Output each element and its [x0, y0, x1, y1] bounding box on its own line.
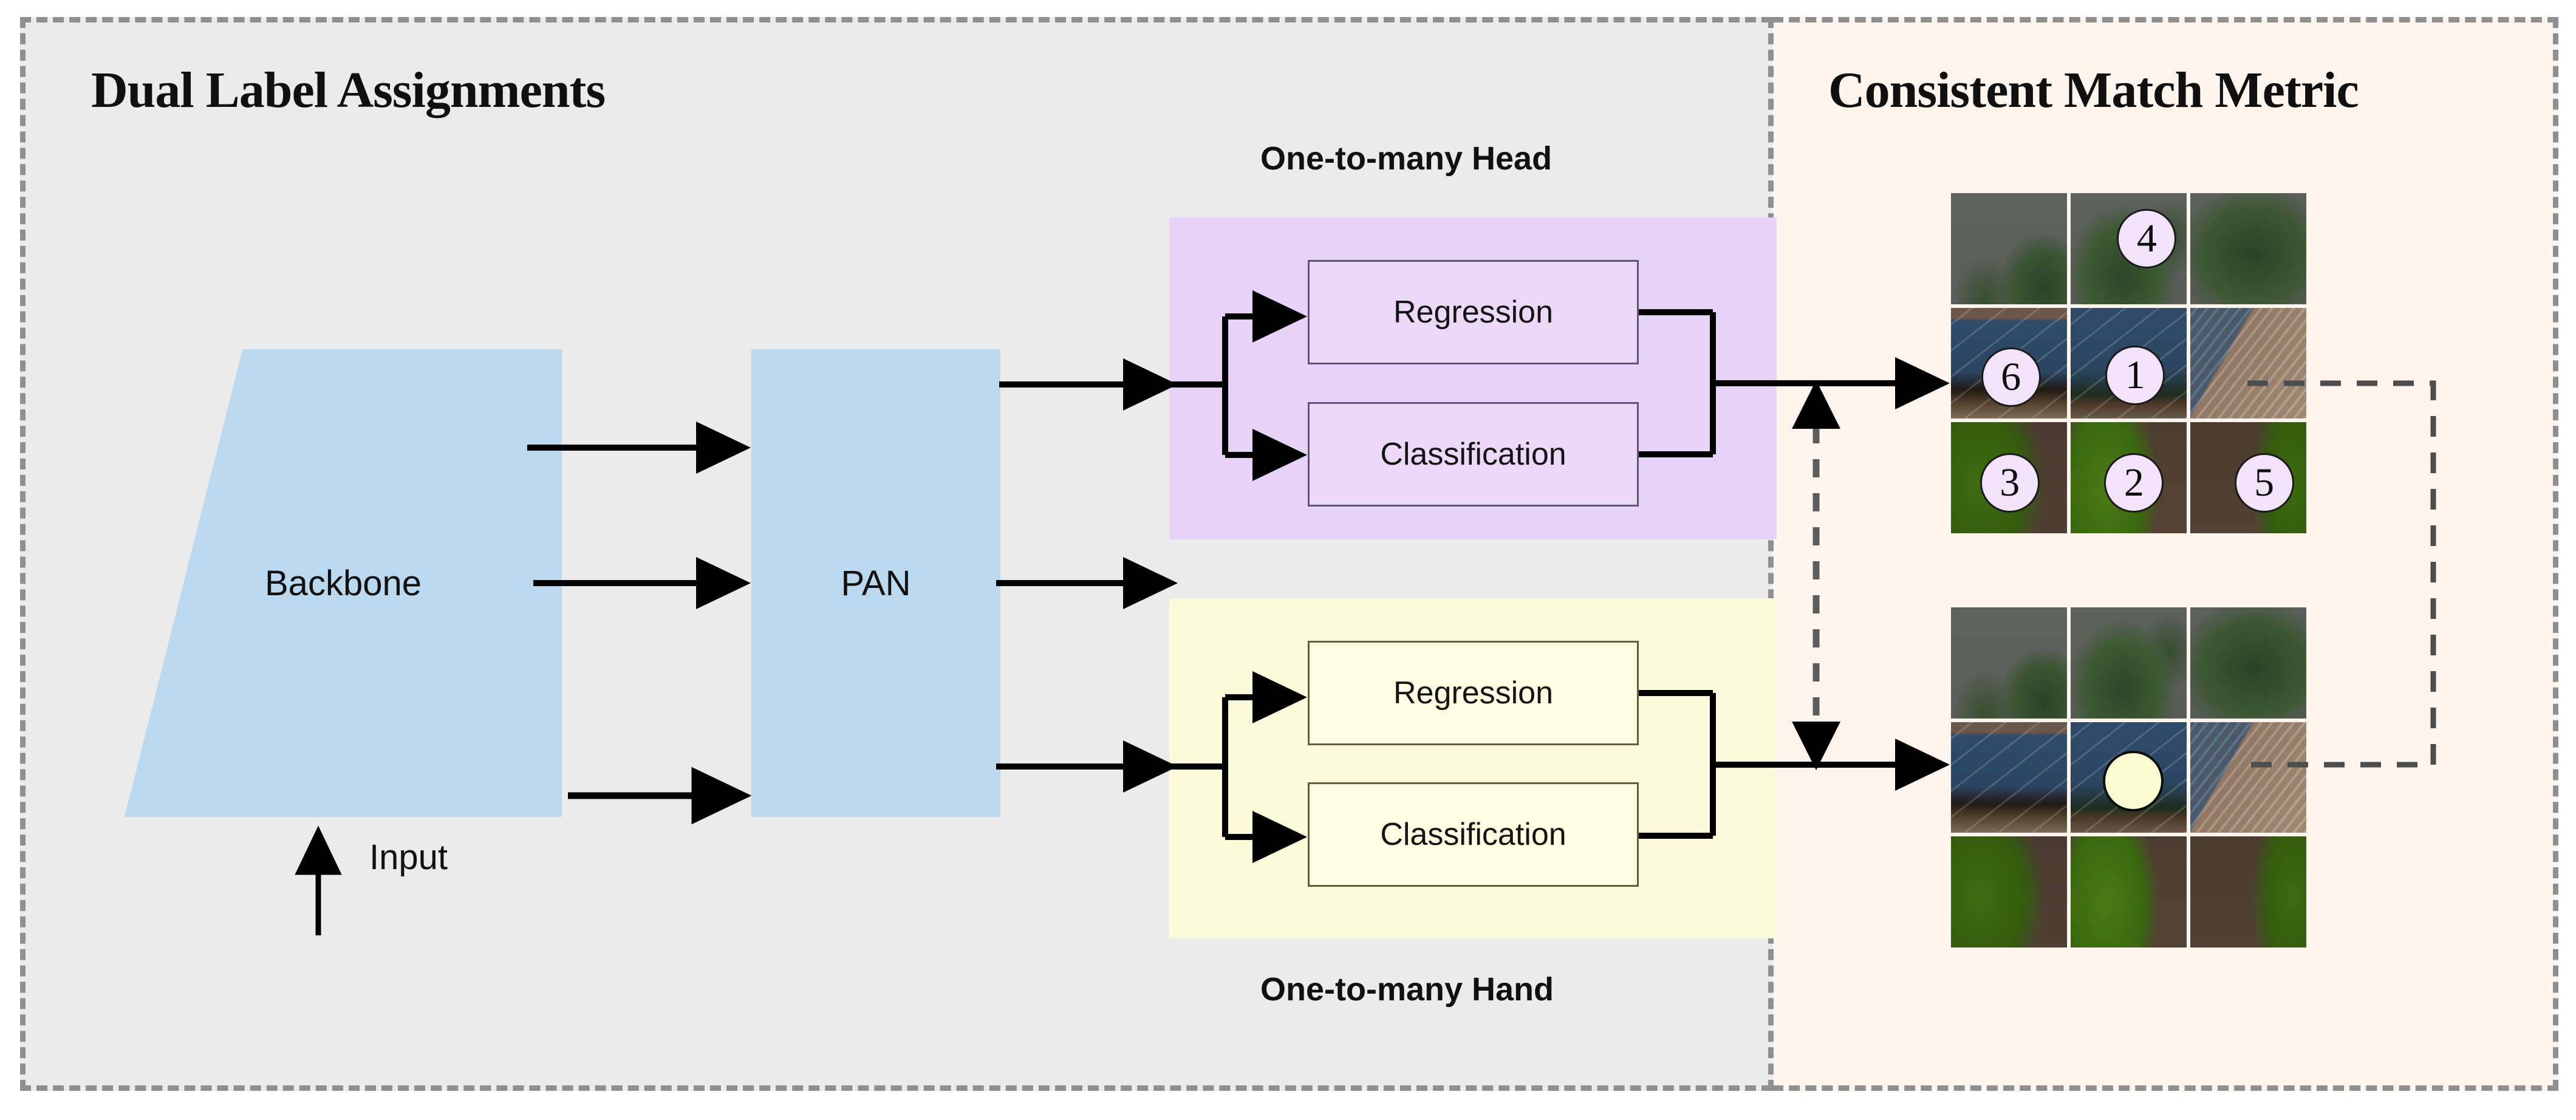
grid-cell	[2071, 722, 2187, 833]
grid-cell	[1951, 193, 2067, 304]
grid-cell	[2190, 836, 2306, 948]
match-marker: 5	[2234, 453, 2294, 513]
grid-cell: 5	[2190, 422, 2306, 533]
match-marker: 1	[2105, 345, 2165, 405]
classification-box-head: Classification	[1308, 402, 1639, 507]
match-marker: 4	[2117, 208, 2177, 268]
match-marker-blank	[2103, 751, 2164, 812]
consistent-match-metric-title: Consistent Match Metric	[1828, 62, 2359, 118]
head-top-split	[1169, 290, 1308, 481]
regression-box-head-label: Regression	[1393, 295, 1554, 330]
match-grid-top: 4 6 1 3 2 5	[1951, 193, 2306, 533]
grid-cell: 1	[2071, 307, 2187, 419]
panel-divider	[1768, 17, 1774, 1091]
head-bottom-merge	[1639, 690, 1950, 839]
dual-label-assignments-title: Dual Label Assignments	[91, 62, 606, 118]
grid-cell	[1951, 836, 2067, 948]
classification-box-hand-label: Classification	[1380, 817, 1566, 852]
backbone-to-pan-arrows	[527, 422, 752, 825]
one-to-many-head-label: One-to-many Head	[1260, 140, 1553, 177]
grid-cell: 6	[1951, 307, 2067, 419]
match-grid-bottom	[1951, 607, 2306, 948]
grid-cell	[2190, 193, 2306, 304]
grid-cell	[1951, 607, 2067, 719]
grid-cell: 3	[1951, 422, 2067, 533]
regression-box-hand: Regression	[1308, 641, 1639, 745]
grid-cell: 4	[2071, 193, 2187, 304]
grid-cell	[2071, 836, 2187, 948]
pan-to-heads-arrows	[996, 358, 1178, 793]
grid-cell	[2190, 722, 2306, 833]
match-marker: 2	[2104, 453, 2164, 513]
one-to-many-hand-label: One-to-many Hand	[1260, 971, 1554, 1008]
grid-cell	[1951, 722, 2067, 833]
regression-box-hand-label: Regression	[1393, 675, 1554, 711]
grid-link-dashed-bracket	[2247, 380, 2436, 768]
classification-box-hand: Classification	[1308, 782, 1639, 887]
match-marker: 6	[1981, 347, 2041, 408]
grid-cell	[2190, 607, 2306, 719]
regression-box-head: Regression	[1308, 260, 1639, 364]
grid-cell: 2	[2071, 422, 2187, 533]
head-top-merge	[1639, 309, 1950, 457]
head-bottom-split	[1169, 671, 1308, 863]
input-label: Input	[369, 838, 448, 877]
classification-box-head-label: Classification	[1380, 437, 1566, 472]
match-marker: 3	[1980, 453, 2040, 513]
consistency-double-arrow	[1792, 380, 1840, 770]
grid-cell	[2071, 607, 2187, 719]
grid-cell	[2190, 307, 2306, 419]
pan-block	[751, 349, 1000, 817]
